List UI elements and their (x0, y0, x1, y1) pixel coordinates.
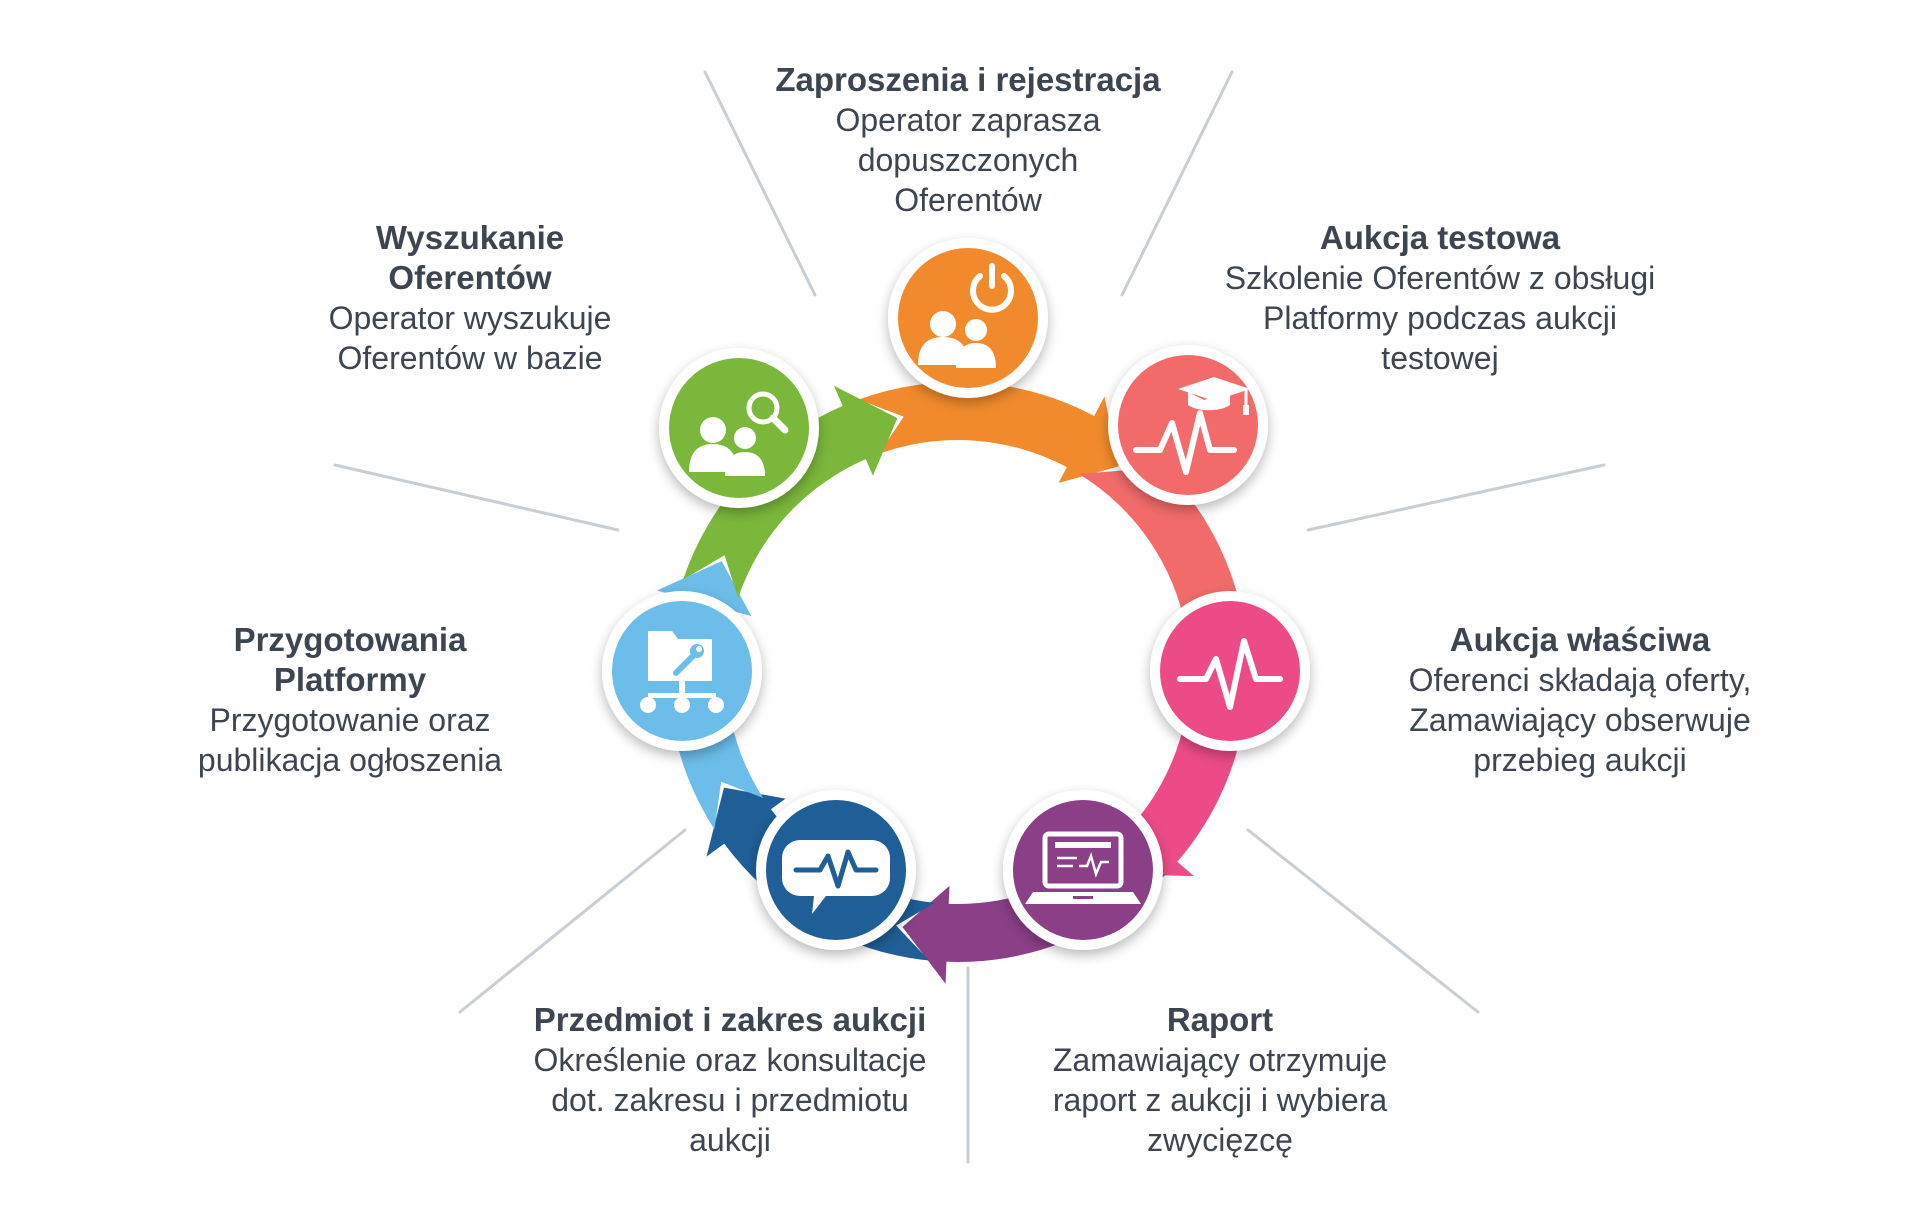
step-title: Aukcja testowa (1319, 219, 1561, 256)
step-title: Wyszukanie Oferentów (375, 219, 565, 296)
separator-line (1246, 828, 1480, 1014)
step-circle-aukcja-testowa (1108, 345, 1268, 505)
step-text-zaproszenia: Zaproszenia i rejestracja Operator zapra… (738, 60, 1198, 220)
step-description: Przygotowanie oraz publikacja ogłoszenia (197, 702, 503, 778)
step-description: Szkolenie Oferentów z obsługi Platformy … (1224, 260, 1656, 376)
step-text-przygotowania: Przygotowania Platformy Przygotowanie or… (165, 620, 535, 780)
step-title: Raport (1166, 1001, 1274, 1038)
step-text-aukcja-wlasciwa: Aukcja właściwa Oferenci składają oferty… (1360, 620, 1800, 780)
step-title: Aukcja właściwa (1449, 621, 1711, 658)
step-description: Oferenci składają oferty, Zamawiający ob… (1408, 662, 1752, 778)
laptop-report-icon (1025, 831, 1141, 904)
separator-line (1120, 70, 1234, 297)
step-circle-przedmiot (756, 790, 916, 950)
folder-wrench-icon (640, 631, 724, 713)
users-search-icon (689, 391, 789, 476)
step-circle-wyszukanie (659, 348, 819, 508)
step-title: Zaproszenia i rejestracja (775, 61, 1161, 98)
separator-line (703, 70, 817, 297)
cycle-arrow-wyszukanie (683, 385, 898, 599)
step-description: Operator zaprasza dopuszczonych Oferentó… (835, 102, 1101, 218)
step-description: Określenie oraz konsultacje dot. zakresu… (533, 1042, 927, 1158)
cycle-arrow-zaproszenia (858, 382, 1119, 484)
step-text-aukcja-testowa: Aukcja testowa Szkolenie Oferentów z obs… (1200, 218, 1680, 378)
step-circle-aukcja-wlasciwa (1150, 591, 1310, 751)
step-title: Przygotowania Platformy (233, 621, 467, 698)
step-title: Przedmiot i zakres aukcji (533, 1001, 927, 1038)
step-circle-zaproszenia (888, 238, 1048, 398)
separator-line (1306, 463, 1606, 532)
graduation-pulse-icon (1133, 377, 1250, 475)
step-circles (602, 238, 1310, 950)
step-circle-przygotowania (602, 591, 762, 751)
step-text-raport: Raport Zamawiający otrzymuje raport z au… (1020, 1000, 1420, 1160)
separator-line (333, 463, 620, 532)
users-power-icon (918, 263, 1014, 368)
step-text-wyszukanie: Wyszukanie Oferentów Operator wyszukuje … (290, 218, 650, 378)
step-circle-raport (1003, 790, 1163, 950)
step-description: Operator wyszukuje Oferentów w bazie (328, 300, 612, 376)
step-description: Zamawiający otrzymuje raport z aukcji i … (1052, 1042, 1388, 1158)
chat-pulse-icon (782, 840, 890, 914)
separator-line (458, 828, 687, 1014)
step-text-przedmiot: Przedmiot i zakres aukcji Określenie ora… (505, 1000, 955, 1160)
separator-lines (333, 70, 1606, 1164)
pulse-icon (1177, 638, 1283, 710)
